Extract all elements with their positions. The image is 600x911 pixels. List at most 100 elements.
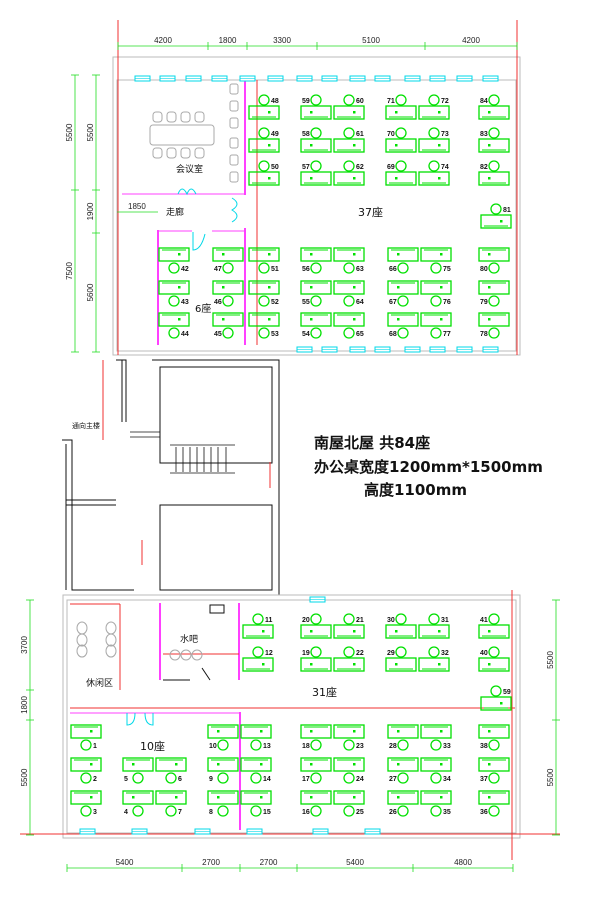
desk-seat: 79 [478,280,510,307]
chair-icon [250,805,262,817]
chair-icon [488,739,500,751]
desk [333,624,365,639]
desk-seat: 50 [248,160,280,186]
seat-number: 83 [480,131,488,138]
desk [385,657,417,672]
seating-note: 南屋北屋 共84座 办公桌宽度1200mm*1500mm 高度1100mm [314,434,543,499]
desk-seat: 29 [385,646,417,672]
desk-seat: 56 [300,247,332,274]
desk [248,280,280,295]
desk-seat: 31 [418,613,450,639]
desk [420,280,452,295]
seat-number: 5 [124,776,128,783]
desk [70,790,102,805]
dimension-label: 5500 [546,651,555,669]
desk [478,757,510,772]
desk [212,280,244,295]
desk-seat: 37 [478,757,510,784]
seat-number: 60 [356,98,364,105]
desk [478,624,510,639]
desk-seat: 7 [155,790,187,817]
desk [300,105,332,120]
desk-seat: 30 [385,613,417,639]
desk [300,138,332,153]
desk [480,696,512,711]
desk-seat: 44 [158,312,190,339]
desk [122,790,154,805]
seat-number: 72 [441,98,449,105]
seat-number: 2 [93,776,97,783]
desk-seat: 13 [240,724,272,751]
chair-icon [488,127,500,139]
desk [300,171,332,186]
dimension-label: 5400 [346,858,364,867]
dimension-label: 1800 [20,696,29,714]
desk [333,247,365,262]
desk-seat: 74 [418,160,450,186]
chair-icon [258,295,270,307]
chair-icon [343,94,355,106]
chair-icon [428,160,440,172]
seat-number: 36 [480,809,488,816]
seat-number: 11 [265,617,273,624]
desk-seat: 45 [212,312,244,339]
chair-icon [430,739,442,751]
seat-number: 4 [124,809,128,816]
seat-number: 7 [178,809,182,816]
desk-seat: 71 [385,94,417,120]
desk [478,280,510,295]
seat-number: 10 [209,743,217,750]
desk [418,657,450,672]
desk [420,247,452,262]
dimension-label: 3700 [20,636,29,654]
desk [70,724,102,739]
meeting-table [149,83,239,183]
desk [387,247,419,262]
desk-seat: 60 [333,94,365,120]
desk [300,657,332,672]
seat-number: 51 [271,266,279,273]
desk-seat: 14 [240,757,272,784]
seat-number: 46 [214,299,222,306]
desk-seat: 49 [248,127,280,153]
desk [385,171,417,186]
seat-number: 41 [480,617,488,624]
dimension-label: 5400 [116,858,134,867]
chair-icon [430,772,442,784]
desk [248,138,280,153]
desk-seat: 43 [158,280,190,307]
desk-seat: 84 [478,94,510,120]
seat-number: 17 [302,776,310,783]
seat-number: 59 [302,98,310,105]
desk-seat: 3 [70,790,102,817]
chair-icon [258,262,270,274]
chair-icon [222,262,234,274]
desk-seat: 42 [158,247,190,274]
seat-number: 48 [271,98,279,105]
seat-number: 14 [263,776,271,783]
chair-icon [488,646,500,658]
desk [240,757,272,772]
dimension-label: 2700 [202,858,220,867]
chair-icon [132,805,144,817]
chair-icon [217,772,229,784]
dimension-label: 5500 [546,768,555,786]
chair-icon [397,805,409,817]
chair-icon [258,160,270,172]
seat-number: 33 [443,743,451,750]
chair-icon [310,327,322,339]
dimension-label: 2700 [260,858,278,867]
north-main-seat-count: 37座 [358,205,383,219]
desk-seat: 41 [478,613,510,639]
north-small-seat-count: 6座 [195,302,211,315]
desk-seat: 73 [418,127,450,153]
seat-number: 69 [387,164,395,171]
desk-seat: 51 [248,247,280,274]
desk-seat: 23 [333,724,365,751]
chair-icon [430,327,442,339]
desk [387,312,419,327]
dimension-label: 1900 [86,202,95,220]
chair-icon [430,262,442,274]
chair-icon [168,262,180,274]
seat-number: 58 [302,131,310,138]
